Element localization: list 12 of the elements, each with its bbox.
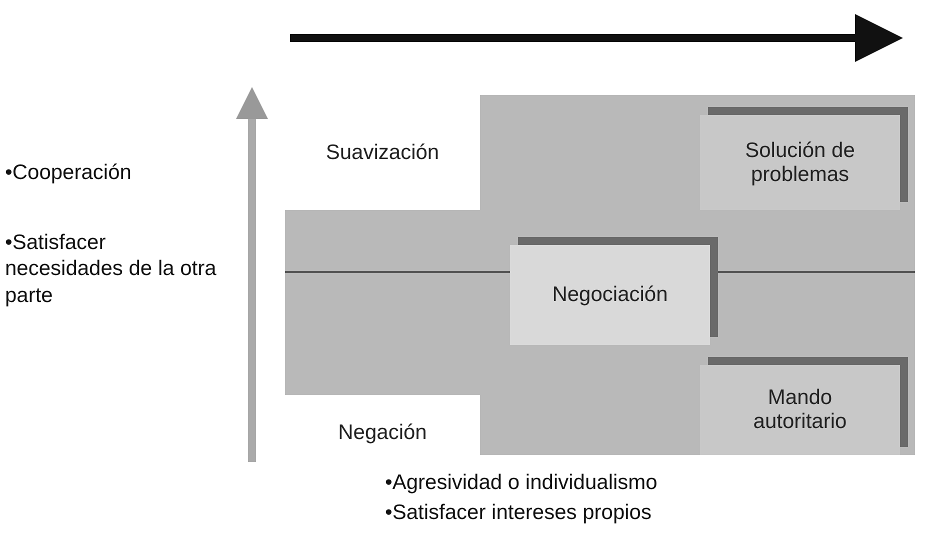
box-label: Solución de problemas: [744, 138, 856, 186]
quadrant-box: [700, 365, 900, 455]
box-label: Mando autoritario: [752, 386, 848, 434]
box-label: Negociación: [551, 283, 669, 307]
box-label: Negación: [337, 420, 428, 444]
quadrant-box: [700, 115, 900, 210]
axis-label: •Satisfacer intereses propios: [385, 500, 652, 526]
box-label: Suavización: [324, 140, 440, 164]
axis-label: •Cooperación: [5, 160, 132, 186]
axis-label: •Satisfacer necesidades de la otra parte: [5, 230, 218, 308]
axis-label: •Agresividad o individualismo: [385, 470, 658, 496]
quadrant-box: [510, 245, 710, 345]
